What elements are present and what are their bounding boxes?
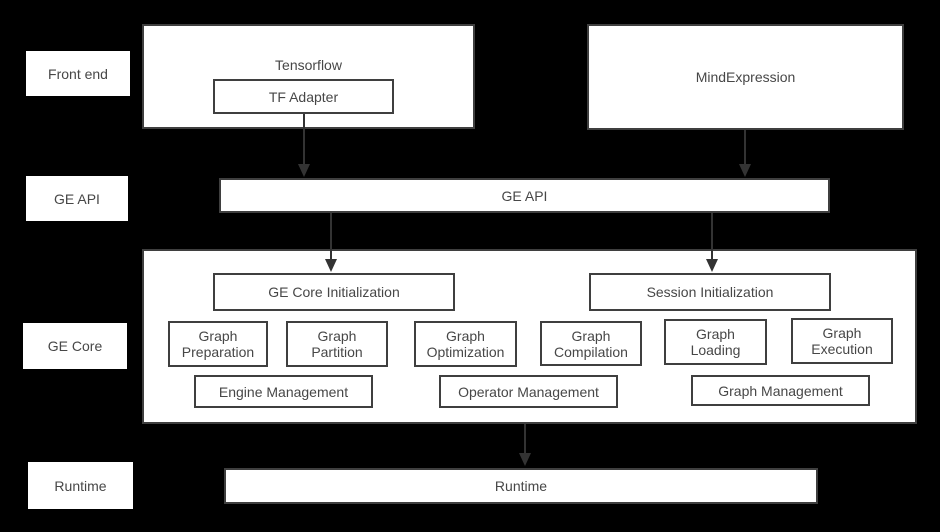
graph-management-box: Graph Management — [691, 375, 870, 406]
runtime-bar-label: Runtime — [494, 478, 548, 494]
arrow-stem — [524, 424, 526, 453]
arrow-down-icon — [739, 164, 751, 177]
row-label-runtime-text: Runtime — [54, 477, 107, 494]
tf-adapter-box: TF Adapter — [213, 79, 394, 114]
graph-loading-box: Graph Loading — [664, 319, 767, 365]
row-label-ge-api: GE API — [26, 176, 128, 221]
row-label-ge-api-text: GE API — [54, 190, 100, 207]
arrow-down-icon — [298, 164, 310, 177]
arrow-geapi-to-gecore-init — [325, 213, 337, 272]
arrow-tfadapter-to-geapi — [298, 114, 310, 177]
row-label-ge-core-text: GE Core — [47, 338, 103, 354]
graph-execution-line1: Graph — [822, 325, 862, 341]
graph-compilation-line1: Graph — [571, 327, 611, 344]
arrow-stem — [303, 114, 305, 164]
graph-optimization-line1: Graph — [446, 328, 485, 344]
ge-core-initialization-label: GE Core Initialization — [268, 284, 400, 300]
operator-management-label: Operator Management — [458, 383, 599, 400]
arrow-geapi-to-session-init — [706, 213, 718, 272]
runtime-bar: Runtime — [224, 468, 818, 504]
row-label-runtime: Runtime — [28, 462, 133, 509]
session-initialization-label: Session Initialization — [646, 284, 774, 300]
tensorflow-box: Tensorflow TF Adapter — [142, 24, 475, 129]
engine-management-label: Engine Management — [218, 383, 349, 400]
ge-core-initialization-box: GE Core Initialization — [213, 273, 455, 311]
graph-execution-line2: Execution — [811, 341, 873, 357]
arrow-gecore-to-runtime — [519, 424, 531, 466]
graph-compilation-line2: Compilation — [554, 343, 628, 360]
graph-management-label: Graph Management — [718, 382, 843, 399]
tf-adapter-label: TF Adapter — [268, 88, 339, 105]
operator-management-box: Operator Management — [439, 375, 618, 408]
arrow-down-icon — [519, 453, 531, 466]
graph-optimization-line2: Optimization — [426, 344, 505, 360]
arrow-stem — [711, 213, 713, 259]
tensorflow-title: Tensorflow — [275, 57, 342, 73]
arrow-stem — [330, 213, 332, 259]
ge-api-bar: GE API — [219, 178, 830, 213]
graph-optimization-box: Graph Optimization — [414, 321, 517, 367]
graph-partition-line2: Partition — [311, 344, 363, 360]
graph-compilation-box: Graph Compilation — [540, 321, 642, 366]
graph-preparation-line1: Graph — [198, 328, 238, 344]
graph-loading-line2: Loading — [690, 342, 741, 358]
arrow-mindexpression-to-geapi — [739, 130, 751, 177]
graph-partition-box: Graph Partition — [286, 321, 388, 367]
ge-api-bar-label: GE API — [501, 187, 548, 204]
arrow-down-icon — [706, 259, 718, 272]
session-initialization-box: Session Initialization — [589, 273, 831, 311]
graph-preparation-line2: Preparation — [181, 344, 255, 360]
engine-management-box: Engine Management — [194, 375, 373, 408]
row-label-front-end: Front end — [26, 51, 130, 96]
ge-core-box: GE Core Initialization Session Initializ… — [142, 249, 917, 424]
arrow-stem — [744, 130, 746, 164]
arrow-down-icon — [325, 259, 337, 272]
mindexpression-title: MindExpression — [695, 69, 796, 85]
graph-execution-box: Graph Execution — [791, 318, 893, 364]
mindexpression-box: MindExpression — [587, 24, 904, 130]
graph-preparation-box: Graph Preparation — [168, 321, 268, 367]
row-label-ge-core: GE Core — [23, 323, 127, 369]
graph-partition-line1: Graph — [317, 328, 357, 344]
row-label-front-end-text: Front end — [48, 65, 108, 82]
graph-loading-line1: Graph — [696, 326, 735, 342]
